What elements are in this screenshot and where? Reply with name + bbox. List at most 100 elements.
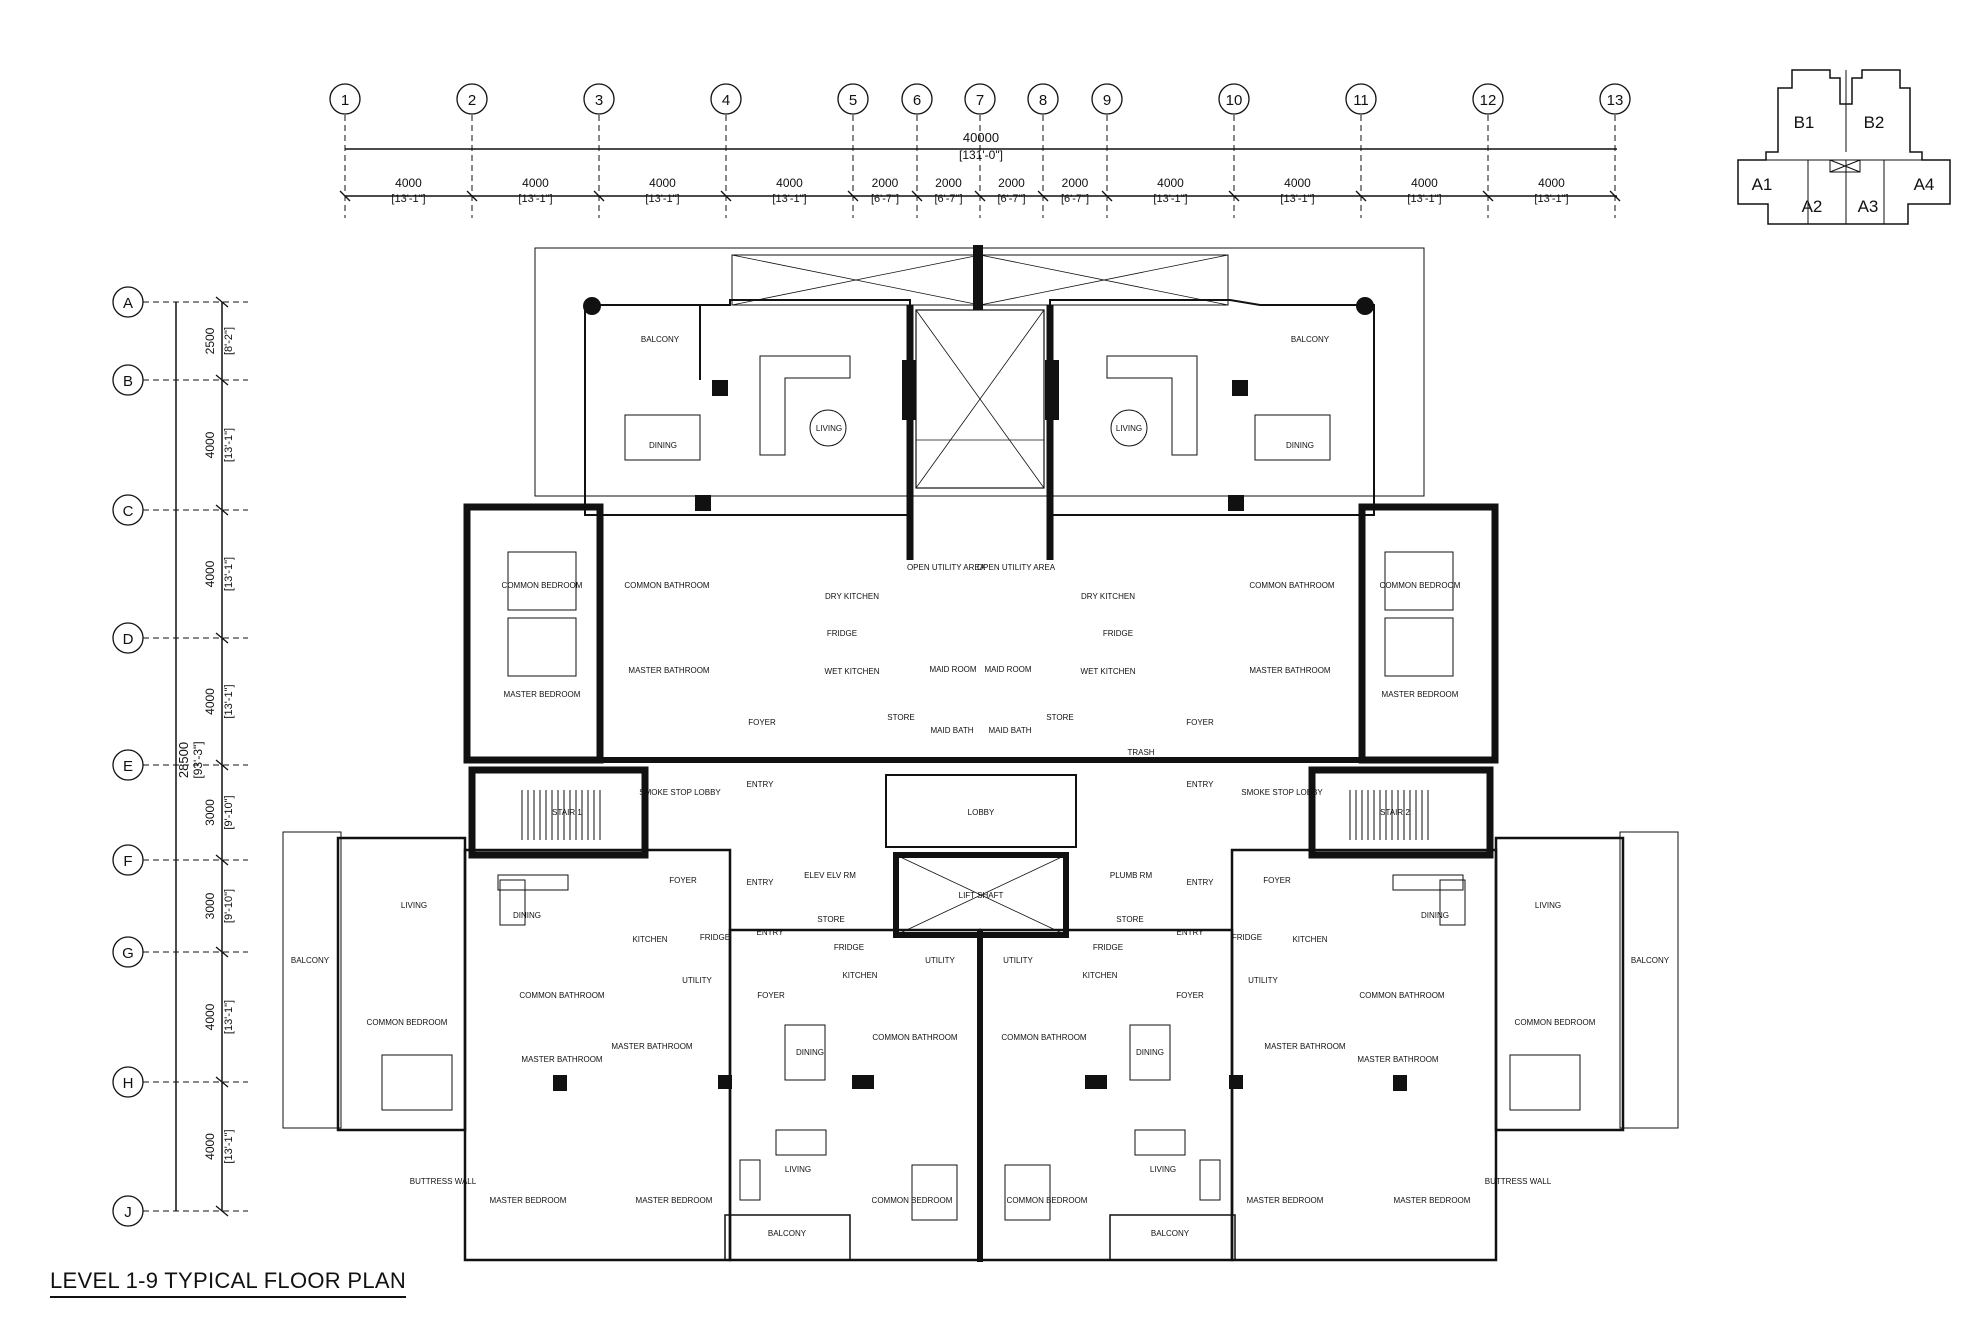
row-spacing-ft: [13'-1"]: [223, 684, 235, 718]
column-spacing-mm: 4000: [1157, 176, 1184, 190]
room-label-dry-kitchen-b1: DRY KITCHEN: [825, 592, 879, 601]
column-spacing-ft: [6'-7"]: [1061, 193, 1089, 205]
overall-width-ft: [131'-0"]: [959, 148, 1003, 162]
room-label-master-bathroom-b1: MASTER BATHROOM: [628, 666, 710, 675]
room-label-entry-b2: ENTRY: [1187, 780, 1215, 789]
room-label-elev-elv-rm: ELEV ELV RM: [804, 871, 856, 880]
room-label-maid-room-b1: MAID ROOM: [929, 665, 976, 674]
room-label-living-a4: LIVING: [1535, 901, 1561, 910]
room-label-wet-kitchen-b1: WET KITCHEN: [825, 667, 880, 676]
column-label: 1: [341, 92, 349, 109]
room-label-maid-room-b2: MAID ROOM: [984, 665, 1031, 674]
overall-depth-ft: [93'-3"]: [191, 741, 205, 778]
room-label-dining-a2: DINING: [796, 1048, 824, 1057]
row-spacing-mm: 4000: [203, 1133, 217, 1160]
overall-depth-dimension: 28500 [93'-3"]: [175, 302, 223, 1211]
key-plan-a3: A3: [1858, 197, 1879, 216]
room-label-living-a2: LIVING: [785, 1165, 811, 1174]
row-spacing-ft: [13'-1"]: [223, 428, 235, 462]
room-label-foyer-a4: FOYER: [1263, 876, 1291, 885]
room-label-fridge-a2: FRIDGE: [834, 943, 864, 952]
row-spacing-mm: 4000: [203, 1003, 217, 1030]
column-bubble: [964, 83, 996, 115]
column-bubble: [329, 83, 361, 115]
furniture: [381, 355, 1581, 1221]
column-spacing-mm: 2000: [998, 176, 1025, 190]
column-spacing-ft: [13'-1"]: [1534, 193, 1568, 205]
room-label-maid-bath-b1: MAID BATH: [931, 726, 974, 735]
row-grid: ABCDEFGHJ2500[8'-2"]4000[13'-1"]4000[13'…: [112, 286, 248, 1227]
room-label-master-bedroom-a1a: MASTER BEDROOM: [490, 1196, 567, 1205]
room-label-master-bathroom-a4b: MASTER BATHROOM: [1264, 1042, 1346, 1051]
room-label-common-bathroom-a3: COMMON BATHROOM: [1001, 1033, 1087, 1042]
room-label-common-bedroom-b2: COMMON BEDROOM: [1380, 581, 1461, 590]
room-label-living-b1: LIVING: [816, 424, 842, 433]
column-spacing-mm: 4000: [395, 176, 422, 190]
column-bubble: [1218, 83, 1250, 115]
room-label-entry-a4: ENTRY: [1187, 878, 1215, 887]
room-label-foyer-a2: FOYER: [757, 991, 785, 1000]
room-label-dining-a4: DINING: [1421, 911, 1449, 920]
column-bubble: [1027, 83, 1059, 115]
column-label: 6: [913, 92, 921, 109]
key-plan-b2: B2: [1864, 113, 1885, 132]
room-label-common-bathroom-b1: COMMON BATHROOM: [624, 581, 710, 590]
column-spacing-ft: [13'-1"]: [391, 193, 425, 205]
column-label: 3: [595, 92, 603, 109]
column-spacing-mm: 4000: [649, 176, 676, 190]
room-label-master-bathroom-a1a: MASTER BATHROOM: [521, 1055, 603, 1064]
column-spacing-ft: [13'-1"]: [1153, 193, 1187, 205]
column-spacing-mm: 2000: [1062, 176, 1089, 190]
column-spacing-mm: 2000: [935, 176, 962, 190]
building-outline: [282, 245, 1679, 1262]
column-spacing-ft: [13'-1"]: [645, 193, 679, 205]
room-label-common-bathroom-a4: COMMON BATHROOM: [1359, 991, 1445, 1000]
column-spacing-mm: 4000: [1411, 176, 1438, 190]
room-label-balcony-b1: BALCONY: [641, 335, 680, 344]
room-label-utility-a4: UTILITY: [1248, 976, 1278, 985]
room-label-common-bathroom-a2: COMMON BATHROOM: [872, 1033, 958, 1042]
room-label-dining-b1: DINING: [649, 441, 677, 450]
room-label-master-bedroom-b2: MASTER BEDROOM: [1382, 690, 1459, 699]
room-label-lobby: LOBBY: [968, 808, 995, 817]
column-spacing-mm: 4000: [1284, 176, 1311, 190]
room-label-lift-shaft: LIFT SHAFT: [959, 891, 1004, 900]
room-label-master-bathroom-b2: MASTER BATHROOM: [1249, 666, 1331, 675]
room-label-fridge-a3: FRIDGE: [1093, 943, 1123, 952]
room-label-dining-a1: DINING: [513, 911, 541, 920]
room-label-common-bedroom-a3: COMMON BEDROOM: [1007, 1196, 1088, 1205]
row-spacing-ft: [9'-10"]: [223, 889, 235, 923]
room-label-store-core-l: STORE: [817, 915, 844, 924]
room-label-foyer-b1: FOYER: [748, 718, 776, 727]
room-label-foyer-a1: FOYER: [669, 876, 697, 885]
room-label-foyer-a3: FOYER: [1176, 991, 1204, 1000]
room-label-dining-b2: DINING: [1286, 441, 1314, 450]
row-spacing-mm: 4000: [203, 560, 217, 587]
room-label-open-utility-b1: OPEN UTILITY AREA: [907, 563, 986, 572]
room-label-kitchen-a1: KITCHEN: [632, 935, 667, 944]
column-bubble: [837, 83, 869, 115]
room-label-wet-kitchen-b2: WET KITCHEN: [1081, 667, 1136, 676]
room-label-dining-a3: DINING: [1136, 1048, 1164, 1057]
overall-depth-mm: 28500: [176, 742, 191, 778]
column-spacing-mm: 4000: [776, 176, 803, 190]
column-bubble: [1599, 83, 1631, 115]
drawing-title: LEVEL 1-9 TYPICAL FLOOR PLAN: [50, 1268, 407, 1298]
room-label-entry-b1: ENTRY: [747, 780, 775, 789]
column-spacing-mm: 4000: [1538, 176, 1565, 190]
column-spacing-ft: [13'-1"]: [1280, 193, 1314, 205]
room-label-master-bedroom-a4a: MASTER BEDROOM: [1247, 1196, 1324, 1205]
column-spacing-ft: [13'-1"]: [772, 193, 806, 205]
room-label-smoke-stop-lobby-2: SMOKE STOP LOBBY: [1241, 788, 1323, 797]
row-spacing-mm: 3000: [203, 799, 217, 826]
column-bubble: [1345, 83, 1377, 115]
column-spacing-mm: 2000: [872, 176, 899, 190]
column-bubble: [456, 83, 488, 115]
row-spacing-ft: [13'-1"]: [223, 557, 235, 591]
row-label: B: [123, 373, 133, 390]
column-label: 9: [1103, 92, 1111, 109]
column-label: 8: [1039, 92, 1047, 109]
key-plan-a4: A4: [1914, 175, 1935, 194]
room-label-kitchen-a4: KITCHEN: [1292, 935, 1327, 944]
